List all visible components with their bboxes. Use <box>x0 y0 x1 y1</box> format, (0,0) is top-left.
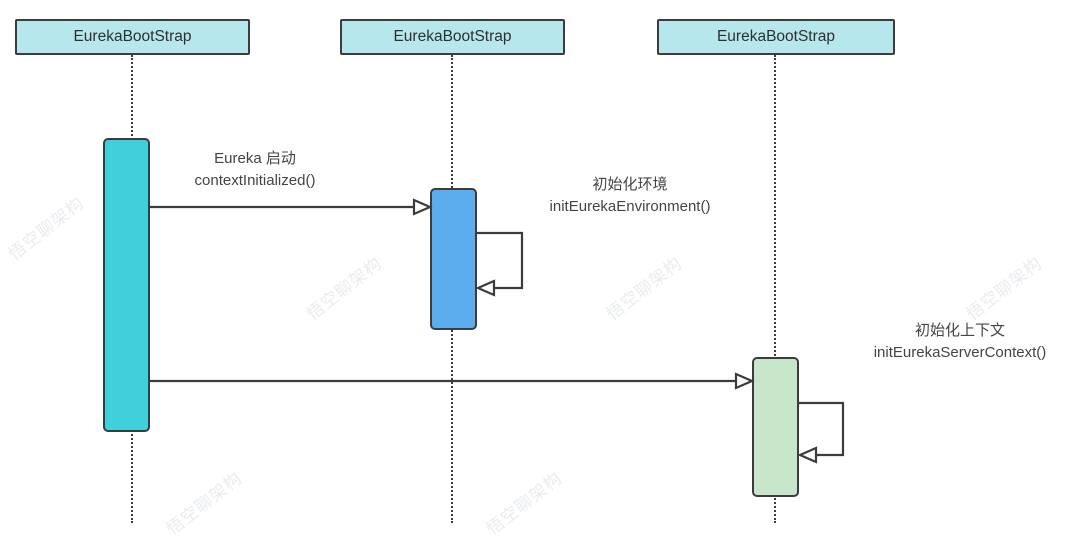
participant-label-3: EurekaBootStrap <box>716 28 836 45</box>
activation-bar-2[interactable] <box>430 188 477 330</box>
participant-box-3[interactable]: EurekaBootStrap <box>657 19 895 55</box>
watermark-text: 悟空聊架构 <box>5 193 88 264</box>
watermark-text: 悟空聊架构 <box>603 253 686 324</box>
participant-box-1[interactable]: EurekaBootStrap <box>15 19 250 55</box>
message-arrow-1 <box>150 198 433 216</box>
activation-bar-1[interactable] <box>103 138 150 432</box>
lifeline-3 <box>774 55 776 523</box>
participant-label-2: EurekaBootStrap <box>393 28 512 45</box>
watermark-text: 悟空聊架构 <box>483 468 566 539</box>
participant-box-2[interactable]: EurekaBootStrap <box>340 19 565 55</box>
watermark-text: 悟空聊架构 <box>963 253 1046 324</box>
watermark-text: 悟空聊架构 <box>303 253 386 324</box>
message-arrow-2-self <box>475 231 524 297</box>
message-label-2: 初始化环境 initEurekaEnvironment() <box>550 174 711 218</box>
message-label-1: Eureka 启动 contextInitialized() <box>195 148 316 192</box>
message-label-3: 初始化上下文 initEurekaServerContext() <box>874 320 1047 364</box>
message-label-2-line1: 初始化环境 <box>592 176 668 193</box>
sequence-diagram-canvas: 悟空聊架构悟空聊架构悟空聊架构悟空聊架构悟空聊架构悟空聊架构 EurekaBoo… <box>5 19 1047 539</box>
message-label-1-line2: contextInitialized() <box>194 171 316 189</box>
message-label-3-line1: 初始化上下文 <box>914 322 1006 339</box>
message-label-1-line1: Eureka 启动 <box>214 150 296 167</box>
watermark-text: 悟空聊架构 <box>163 468 246 539</box>
message-arrow-4-self <box>797 401 845 464</box>
message-arrow-layer <box>150 198 845 464</box>
activation-bar-3[interactable] <box>752 357 799 497</box>
message-label-3-line2: initEurekaServerContext() <box>873 343 1047 361</box>
participant-label-1: EurekaBootStrap <box>73 28 192 45</box>
message-label-2-line2: initEurekaEnvironment() <box>549 197 711 215</box>
